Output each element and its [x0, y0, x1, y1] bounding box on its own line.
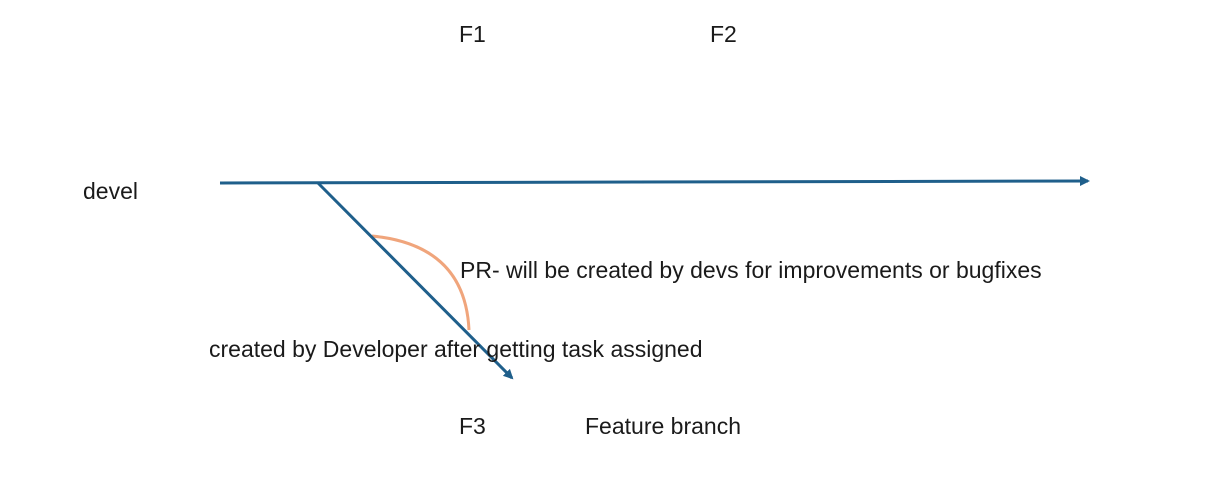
pr-angle-arc — [371, 234, 471, 331]
pr-note: PR- will be created by devs for improvem… — [460, 257, 1042, 283]
devel-branch-label: devel — [83, 178, 138, 204]
f1-label: F1 — [459, 21, 486, 47]
feature-branch-label: Feature branch — [585, 413, 741, 439]
f3-label: F3 — [459, 413, 486, 439]
created-note: created by Developer after getting task … — [209, 336, 703, 362]
f2-label: F2 — [710, 21, 737, 47]
devel-branch-line — [219, 176, 1090, 187]
feature-branch-line — [316, 181, 514, 380]
